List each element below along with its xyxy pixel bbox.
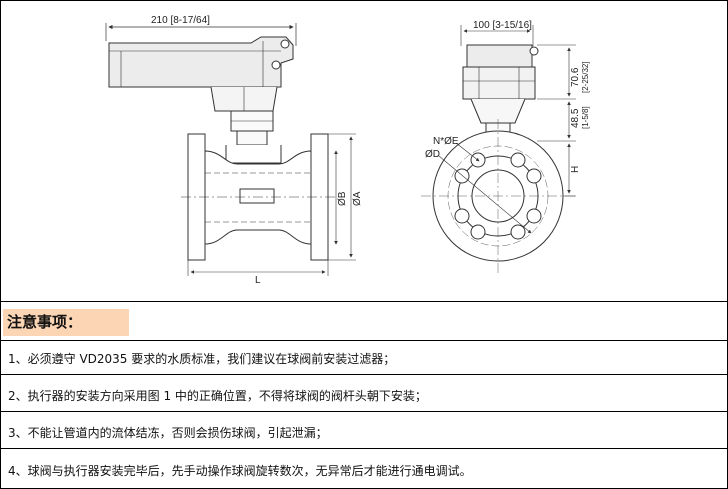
note-item-4: 4、球阀与执行器安装完毕后，先手动操作球阀旋转数次，无异常后才能进行通电调试。 [8,464,472,478]
valve-drawing: 210 [8-17/64] 100 [3-15/16] N*ØE ØD L ØB… [105,15,590,286]
dim-bolt-circle: ØD [425,149,440,160]
dim-side-width: 210 [8-17/64] [151,15,210,26]
dim-length: L [255,275,261,286]
note-item-1: 1、必须遵守 VD2035 要求的水质标准，我们建议在球阀前安装过滤器； [8,352,396,366]
divider [1,448,727,449]
dim-neck-height-in: [1-5/8] [581,106,590,129]
dim-actuator-height-in: [2-25/32] [581,61,590,93]
note-item-2: 2、执行器的安装方向采用图 1 中的正确位置，不得将球阀的阀杆头朝下安装； [8,389,427,403]
dim-neck-height: 48.5 [570,108,581,128]
dim-center-height: H [570,166,581,173]
note-item-3: 3、不能让管道内的流体结冻，否则会损伤球阀，引起泄漏； [8,426,328,440]
dim-dia-b: ØB [337,191,348,206]
dim-actuator-height: 70.6 [570,67,581,87]
dim-dia-a: ØA [352,191,363,206]
divider [1,374,727,375]
divider [1,411,727,412]
divider [1,340,727,341]
front-view [421,25,576,273]
notes-heading: 注意事项： [3,309,129,336]
dim-front-width: 100 [3-15/16] [473,20,532,31]
side-view [105,23,356,276]
dim-bolt-spec: N*ØE [433,136,459,147]
divider [1,301,727,302]
dimension-labels: 210 [8-17/64] 100 [3-15/16] N*ØE ØD L ØB… [151,15,590,286]
